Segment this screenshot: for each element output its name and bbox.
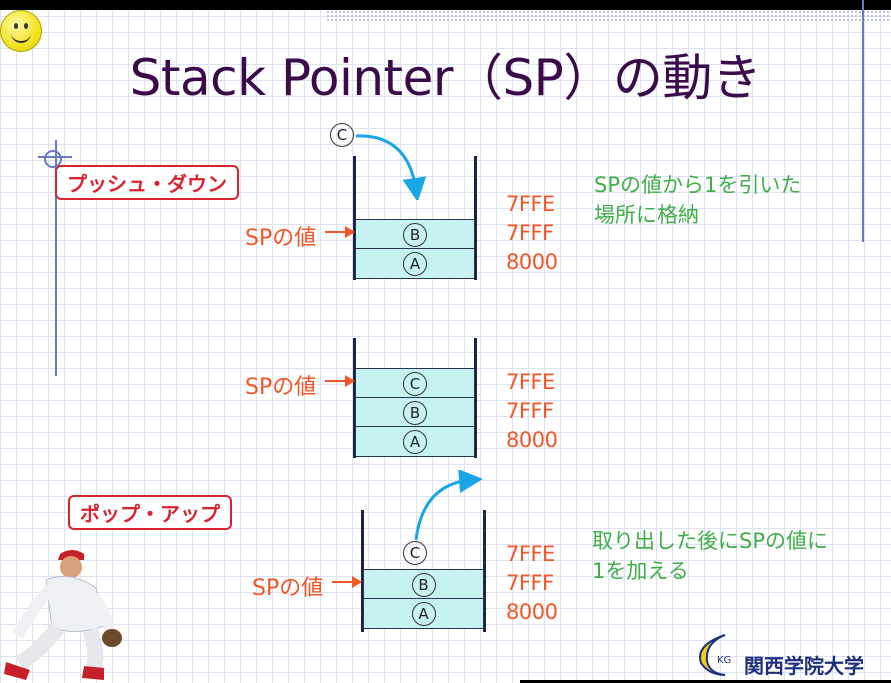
address-7ffe: 7FFE (506, 370, 555, 394)
university-logo-icon: KG (699, 634, 731, 676)
item-c-icon: C (403, 541, 427, 565)
address-7fff: 7FFF (506, 221, 554, 245)
stack-cell-b: B (355, 219, 475, 250)
sp-arrow-icon (325, 226, 355, 238)
svg-text:KG: KG (717, 655, 731, 666)
sp-value-label: SPの値 (252, 576, 324, 601)
smiley-face-icon (0, 10, 42, 52)
top-bar (0, 0, 891, 10)
stack-cell-b: B (355, 397, 475, 428)
pop-arrow-icon (414, 470, 483, 541)
pop-note-line2: 1を加える (592, 559, 689, 583)
address-7ffe: 7FFE (506, 192, 555, 216)
stack-cell-a: A (363, 598, 484, 629)
sp-value-label: SPの値 (245, 375, 317, 400)
address-8000: 8000 (506, 250, 558, 274)
address-7ffe: 7FFE (506, 542, 555, 566)
item-a-icon: A (403, 251, 427, 276)
item-b-icon: B (411, 572, 436, 597)
item-c-icon: C (403, 371, 427, 396)
baseball-player-icon (4, 550, 122, 680)
stack-cell-c: C (355, 368, 475, 399)
guide-line-right (862, 0, 864, 242)
stack-cell-a: A (355, 248, 475, 279)
push-arrow-icon (355, 134, 427, 200)
item-c-icon: C (330, 123, 354, 147)
item-a-icon: A (403, 429, 427, 454)
header-pattern (326, 10, 891, 22)
sp-arrow-icon (332, 576, 362, 588)
stack-cell-b: B (363, 569, 484, 600)
address-7fff: 7FFF (506, 571, 554, 595)
pop-note-line1: 取り出した後にSPの値に (592, 529, 828, 553)
guide-line-left (55, 140, 57, 376)
item-a-icon: A (411, 601, 436, 626)
guide-circle-icon (44, 150, 62, 168)
bottom-bar (520, 680, 891, 683)
item-b-icon: B (403, 400, 427, 425)
item-b-icon: B (403, 222, 427, 247)
address-7fff: 7FFF (506, 399, 554, 423)
address-8000: 8000 (506, 428, 558, 452)
sp-arrow-icon (325, 375, 355, 387)
push-note-line2: 場所に格納 (594, 203, 699, 227)
pop-up-label: ポップ・アップ (68, 495, 232, 530)
logo-text: 関西学院大学 (744, 654, 864, 678)
sp-value-label: SPの値 (245, 226, 317, 251)
stack-cell-a: A (355, 426, 475, 457)
address-8000: 8000 (506, 600, 558, 624)
slide-title: Stack Pointer（SP）の動き (129, 49, 762, 107)
push-note-line1: SPの値から1を引いた (594, 173, 802, 197)
push-down-label: プッシュ・ダウン (55, 165, 239, 200)
